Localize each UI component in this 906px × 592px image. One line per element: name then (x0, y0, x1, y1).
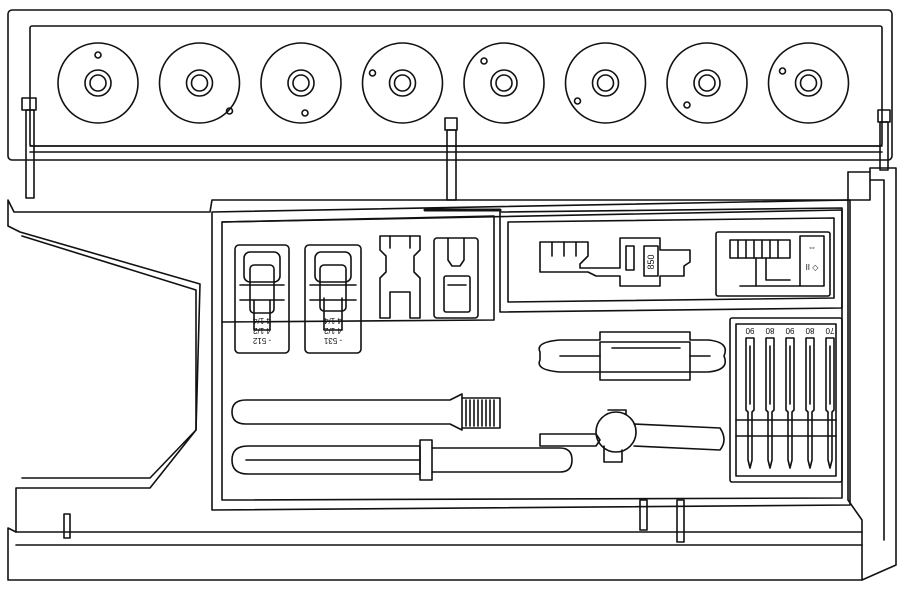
needle-label-1: 90 (745, 326, 754, 335)
spool-3 (260, 42, 342, 124)
seam-ripper (595, 409, 725, 463)
foot-2-label-b: 4 1/2 (324, 326, 342, 335)
spool-4 (361, 42, 444, 124)
needle-label-3: 90 (785, 326, 794, 335)
foot-2-label-c: - 531 (323, 336, 342, 345)
attachment-compartment (499, 207, 843, 313)
needle-5 (825, 337, 835, 469)
hinge-left (21, 97, 37, 199)
hinge-center (444, 117, 458, 201)
attachment-arrows: ⇔ (808, 242, 817, 252)
needle-label-2: 80 (765, 326, 774, 335)
buttonhole-attachment (715, 231, 831, 297)
seam-ripper-holder (538, 331, 727, 381)
presser-foot-1 (234, 244, 290, 354)
hinge-right (877, 109, 891, 171)
presser-foot-4 (433, 237, 479, 319)
presser-foot-2 (304, 244, 362, 354)
foot-1-label-c: - 512 (252, 336, 271, 345)
needle-labels: 90 80 90 80 70 (745, 326, 834, 335)
needle-4 (805, 337, 815, 469)
spool-5 (463, 42, 545, 124)
lint-brush (231, 393, 501, 431)
presser-foot-compartment (221, 215, 495, 323)
inner-tray (211, 199, 851, 511)
spool-8 (767, 42, 850, 124)
spool-row (57, 42, 850, 124)
spool-6 (564, 42, 647, 124)
box-body (7, 167, 897, 581)
needle-row (745, 337, 835, 469)
spool-7 (666, 42, 748, 124)
attachment-mark: II ◇ (806, 263, 820, 272)
foot-1-label-b: 4 1/2 (253, 326, 271, 335)
wide-foot-label: 850 (646, 254, 656, 269)
needle-3 (785, 337, 795, 469)
needle-2 (765, 337, 775, 469)
lid-tray (7, 9, 893, 161)
wide-presser-foot (539, 237, 691, 287)
presser-foot-3 (379, 235, 421, 319)
screwdriver-small (539, 433, 601, 447)
screwdriver-long (231, 439, 573, 481)
needle-label-5: 70 (825, 326, 834, 335)
foot-2-label-a: 4 1/4 (324, 316, 342, 325)
needle-1 (745, 337, 755, 469)
spool-1 (57, 42, 139, 124)
needle-label-4: 80 (805, 326, 814, 335)
foot-1-label-a: 4 1/4 (253, 316, 271, 325)
spool-2 (158, 42, 241, 124)
